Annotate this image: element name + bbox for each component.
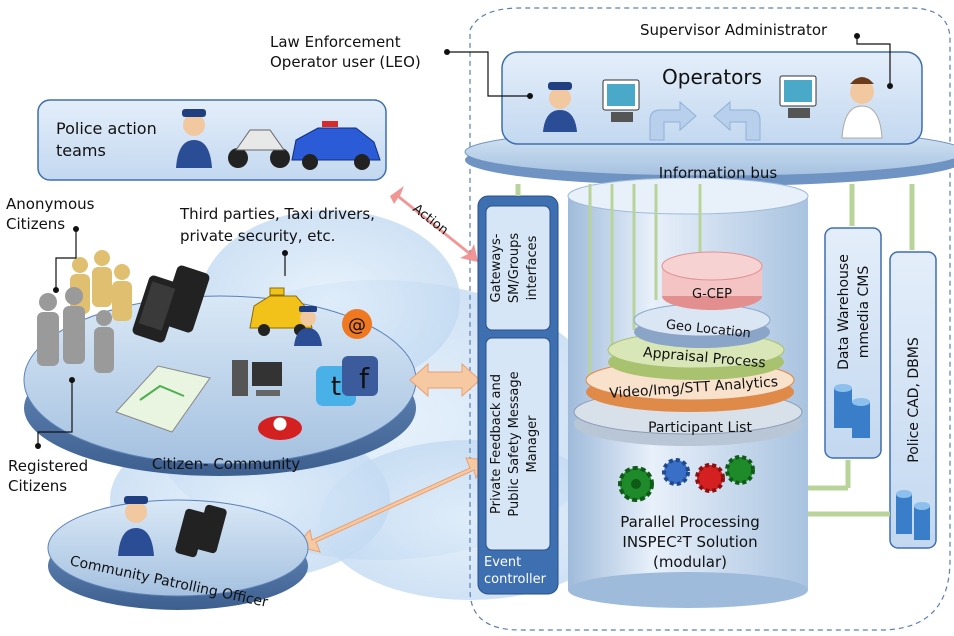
map-tablet-icon [115,365,211,433]
svg-text:Public Safety Message: Public Safety Message [507,371,522,516]
third-parties-line1: Third parties, Taxi drivers, [180,205,375,223]
green-connectors [515,184,915,517]
svg-text:Police CAD, DBMS: Police CAD, DBMS [906,337,922,463]
svg-text:Gateways-: Gateways- [489,233,504,302]
operators-panel: Operators [501,51,923,145]
event-controller-line1: Event [484,555,522,570]
registered-citizens-line2: Citizens [8,477,68,495]
database-icon [896,490,930,540]
citizen-community-platform: @ t f Citizen- Community [23,250,417,476]
processing-cylinder: G-CEP Geo Location Appraisal Process Vid… [567,177,809,608]
monitor-icon [779,75,817,118]
svg-text:Private Feedback and: Private Feedback and [489,374,504,514]
monitor-icon [602,79,640,122]
gear-icon [618,466,654,502]
data-warehouse-panel [824,227,882,459]
leo-label-line1: Law Enforcement [270,33,401,51]
telephone-icon [258,416,302,440]
taxi-icon [249,287,313,336]
database-icon [834,384,870,438]
svg-text:f: f [359,362,370,395]
registered-citizens-line1: Registered [8,457,89,475]
participant-list-label: Participant List [648,420,752,436]
event-controller-line2: controller [484,572,547,587]
police-action-panel [37,99,387,181]
svg-text:@: @ [348,315,366,336]
computer-icon [232,360,282,396]
anonymous-citizens-line2: Citizens [6,215,66,233]
smartphone-icon [132,265,210,343]
police-officer-icon [543,82,577,132]
operators-title: Operators [662,65,762,89]
svg-text:Manager: Manager [525,415,540,473]
police-action-label-line1: Police action [56,119,157,138]
leo-pointer [444,49,533,99]
police-action-label-line2: teams [56,141,106,160]
layer-gcep [661,251,763,310]
citizen-community-label: Citizen- Community [152,455,300,473]
police-officer-icon [176,109,212,168]
gear-icon [662,458,690,486]
svg-text:INSPEC²T Solution: INSPEC²T Solution [622,533,757,551]
information-bus-label: Information bus [659,164,778,182]
svg-text:Parallel Processing: Parallel Processing [620,513,760,531]
label-pointers [35,226,288,449]
layer-geo-location [633,303,771,348]
police-officer-icon [118,496,154,556]
gear-icon [725,455,755,485]
police-officer-icon [294,306,322,346]
facebook-icon: f [342,356,378,396]
police-cad-panel [889,251,937,549]
svg-text:interfaces: interfaces [525,235,540,300]
smartphone-icon [175,504,227,558]
svg-text:Data Warehouse: Data Warehouse [836,254,852,370]
patrolling-officer-platform: Community Patrolling Officer [47,496,309,611]
svg-text:SM/Groups: SM/Groups [507,233,522,303]
svg-text:(modular): (modular) [653,553,727,571]
email-icon: @ [342,309,372,339]
supervisor-pointer [854,33,893,89]
supervisor-icon [841,77,883,139]
event-controller-column [477,195,559,595]
motorcycle-icon [228,129,290,168]
third-parties-line2: private security, etc. [180,227,336,245]
police-car-icon [291,121,381,170]
gcep-label: G-CEP [692,287,732,302]
leo-label-line2: Operator user (LEO) [270,53,421,71]
svg-text:t: t [331,372,341,402]
anonymous-citizens-line1: Anonymous [6,195,95,213]
supervisor-label: Supervisor Administrator [640,21,828,39]
gear-icon [695,463,725,493]
svg-text:mmedia CMS: mmedia CMS [856,266,872,359]
crowd-icon [37,250,132,373]
